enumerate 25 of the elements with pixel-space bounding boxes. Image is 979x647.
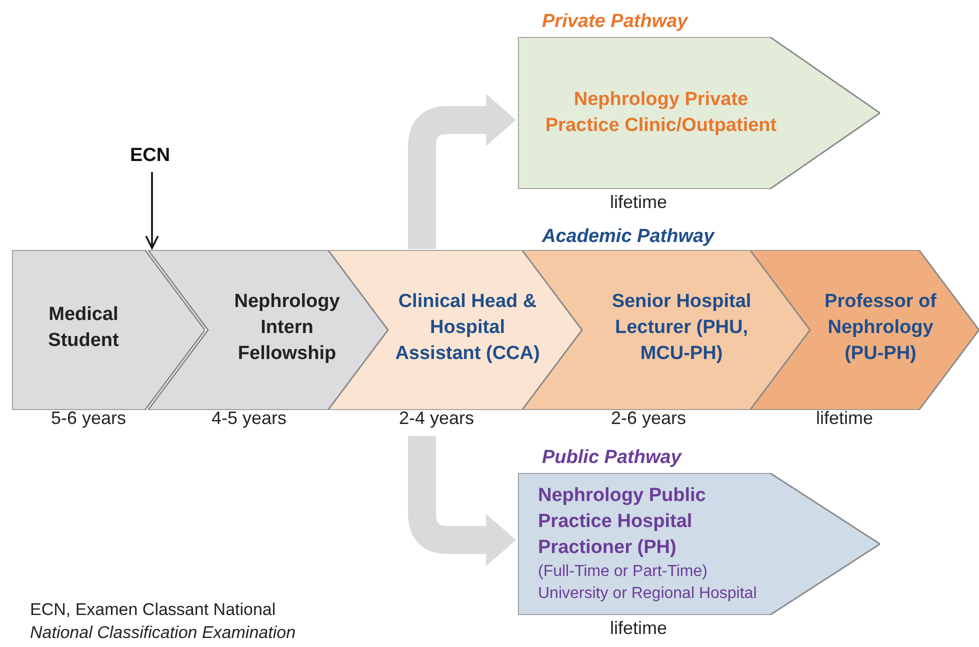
duration-label: 5-6 years bbox=[50, 408, 126, 428]
duration-label: 2-4 years bbox=[398, 408, 474, 428]
exam-label: ECN bbox=[130, 144, 170, 168]
career-note: (Full-Time or Part-Time) bbox=[538, 562, 708, 582]
duration-label: 4-5 years bbox=[211, 408, 287, 428]
pathway-heading: Public Pathway bbox=[542, 446, 682, 470]
stage-title: Nephrology Intern Fellowship bbox=[233, 290, 341, 366]
arrow bbox=[408, 94, 516, 249]
arrow bbox=[408, 436, 516, 566]
footnote: ECN, Examen Classant National bbox=[30, 599, 277, 621]
duration-label: lifetime bbox=[816, 408, 873, 428]
stage-title: Medical Student bbox=[47, 302, 120, 353]
duration-label: 2-6 years bbox=[610, 408, 686, 428]
arrow bbox=[145, 172, 159, 249]
career-note: University or Regional Hospital bbox=[538, 584, 758, 604]
duration-label: lifetime bbox=[610, 618, 668, 637]
pathway-heading: Private Pathway bbox=[542, 10, 688, 34]
career-title: Nephrology Public Practice Hospital Practioner (PH) bbox=[538, 484, 707, 560]
stage-title: Senior Hospital Lecturer (PHU, MCU-PH) bbox=[610, 290, 752, 366]
stage-title: Professor of Nephrology (PU-PH) bbox=[824, 290, 938, 366]
footnote: National Classification Examination bbox=[30, 622, 296, 644]
pathway-heading: Academic Pathway bbox=[542, 225, 714, 249]
career-title: Nephrology Private Practice Clinic/Outpatient bbox=[544, 88, 778, 138]
duration-label: lifetime bbox=[610, 192, 668, 211]
stage-title: Clinical Head & Hospital Assistant (CCA) bbox=[394, 290, 541, 366]
